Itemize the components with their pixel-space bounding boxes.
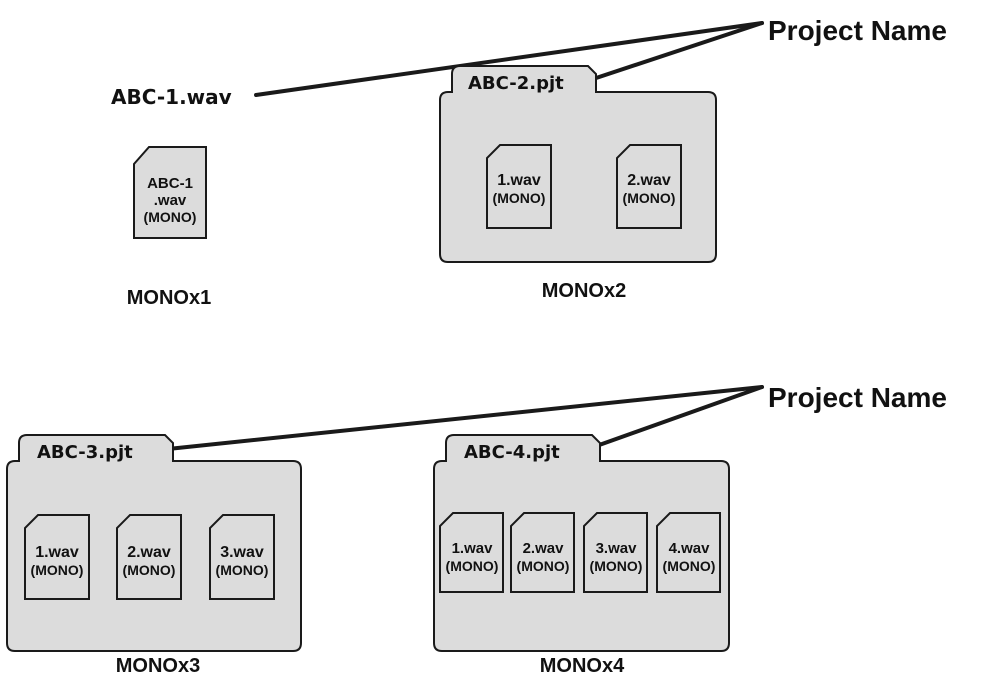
project-folder-abc-2: ABC-2.pjt 1.wav (MONO) 2.wav (MONO) MONO… [439, 65, 717, 302]
file-icon: 1.wav (MONO) [439, 512, 504, 593]
folder-tab-label: ABC-4.pjt [464, 442, 560, 463]
file-icon: 2.wav (MONO) [510, 512, 575, 593]
project-name-label-top: Project Name [768, 15, 947, 46]
project-folder-abc-4: ABC-4.pjt 1.wav (MONO) 2.wav (MONO) 3.wa… [433, 434, 730, 676]
file-icon: 4.wav (MONO) [656, 512, 721, 593]
file-name: 1.wav [452, 540, 494, 557]
file-type: (MONO) [123, 562, 176, 578]
file-name: 1.wav [35, 544, 79, 561]
callout-line-project-2 [576, 21, 764, 86]
file-type: (MONO) [31, 562, 84, 578]
file-name: 2.wav [523, 540, 565, 557]
caption-monox4: MONOx4 [540, 655, 625, 676]
file-type: (MONO) [517, 558, 570, 574]
callout-lines [166, 21, 764, 451]
file-icon: 1.wav (MONO) [486, 144, 552, 229]
caption-monox2: MONOx2 [542, 280, 626, 302]
file-name: 1.wav [497, 172, 541, 189]
file-icon: 2.wav (MONO) [616, 144, 682, 229]
file-icon: 2.wav (MONO) [116, 514, 182, 600]
single-file-icon-line-1: ABC-1 [147, 175, 193, 192]
file-icon: 1.wav (MONO) [24, 514, 90, 600]
file-name: 2.wav [627, 172, 671, 189]
single-file-icon-line-2: .wav [154, 192, 187, 209]
single-file-icon: ABC-1 .wav (MONO) [133, 146, 207, 239]
project-name-label-bottom: Project Name [768, 382, 947, 413]
callout-line-project-3 [166, 385, 764, 451]
project-folder-abc-3: ABC-3.pjt 1.wav (MONO) 2.wav (MONO) 3.wa… [6, 434, 302, 676]
file-name: 4.wav [669, 540, 711, 557]
single-file-group: ABC-1.wav ABC-1 .wav (MONO) MONOx1 [111, 85, 232, 309]
file-type: (MONO) [590, 558, 643, 574]
single-file-label: ABC-1.wav [111, 85, 232, 109]
single-file-icon-line-3: (MONO) [144, 209, 197, 225]
file-type: (MONO) [663, 558, 716, 574]
file-name: 3.wav [220, 544, 264, 561]
file-icon: 3.wav (MONO) [583, 512, 648, 593]
callout-line-project-4 [586, 385, 764, 451]
file-name: 2.wav [127, 544, 171, 561]
file-icon: 3.wav (MONO) [209, 514, 275, 600]
caption-monox1: MONOx1 [127, 287, 211, 309]
file-type: (MONO) [446, 558, 499, 574]
file-type: (MONO) [493, 190, 546, 206]
folder-body [433, 434, 730, 652]
folder-tab-label: ABC-2.pjt [468, 73, 564, 94]
file-name: 3.wav [596, 540, 638, 557]
caption-monox3: MONOx3 [116, 655, 200, 676]
folder-tab-label: ABC-3.pjt [37, 442, 133, 463]
file-type: (MONO) [623, 190, 676, 206]
callout-line-single-file [254, 21, 764, 97]
file-type: (MONO) [216, 562, 269, 578]
